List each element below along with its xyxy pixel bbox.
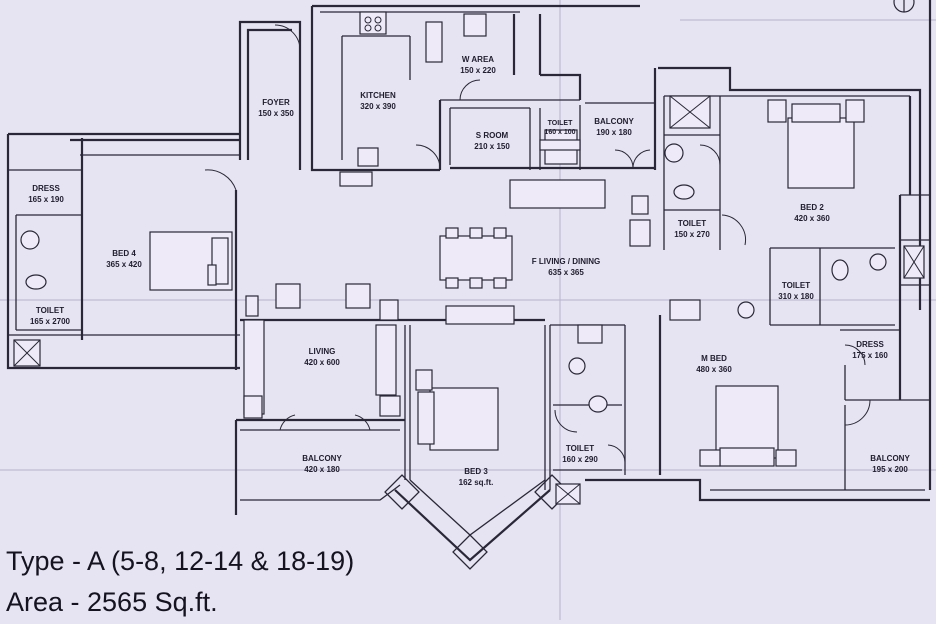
doors [204, 24, 871, 463]
walls [6, 0, 932, 570]
furniture [13, 11, 925, 505]
plan-area-caption: Area - 2565 Sq.ft. [6, 587, 218, 617]
compass-icon [893, 0, 915, 13]
plan-type-caption: Type - A (5-8, 12-14 & 18-19) [6, 546, 355, 576]
